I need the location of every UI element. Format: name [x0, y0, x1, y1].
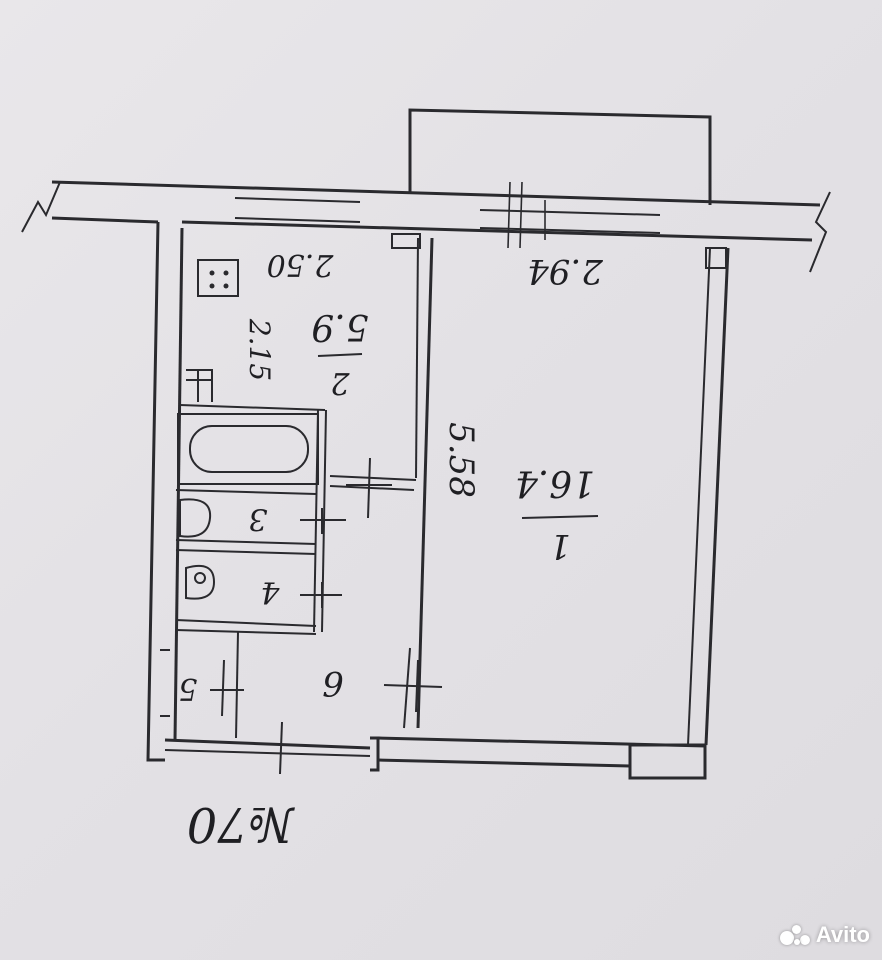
door-marks [210, 457, 443, 775]
kitchen-fraction-bar [317, 353, 363, 357]
kitchen-area-label: 5.9 [311, 306, 368, 347]
room-number-label: 1 [549, 526, 571, 566]
wall-break-left [21, 181, 61, 233]
kitchen-height-label: 2.50 [267, 247, 335, 282]
hall-number-label: 6 [322, 663, 344, 703]
bathroom-number-label: 3 [248, 501, 267, 536]
window-room [507, 181, 546, 249]
kitchen-number-label: 2 [330, 365, 350, 400]
wall-break-right [809, 191, 831, 273]
avito-logo-icon [779, 923, 810, 947]
right-wall [687, 247, 730, 746]
exterior-wall [51, 180, 821, 242]
avito-watermark-text: Avito [815, 922, 870, 947]
room-length-label: 5.58 [441, 422, 481, 498]
kitchen-dimension-label: 2.15 [243, 318, 276, 381]
partition-kitchen-room [391, 233, 434, 729]
room-fraction-bar [521, 515, 599, 519]
sink [186, 369, 213, 402]
stove [197, 259, 239, 297]
avito-watermark: Avito [779, 922, 870, 948]
room-width-label: 2.94 [527, 251, 604, 291]
plan-number-label: №70 [187, 796, 296, 852]
kitchen-wall [179, 404, 417, 491]
bottom-wall [164, 736, 707, 780]
closet-number-label: 5 [178, 671, 197, 706]
balcony [408, 108, 712, 205]
wc-number-label: 4 [260, 574, 280, 609]
closet-hall [160, 631, 411, 739]
room-area-label: 16.4 [515, 462, 595, 503]
